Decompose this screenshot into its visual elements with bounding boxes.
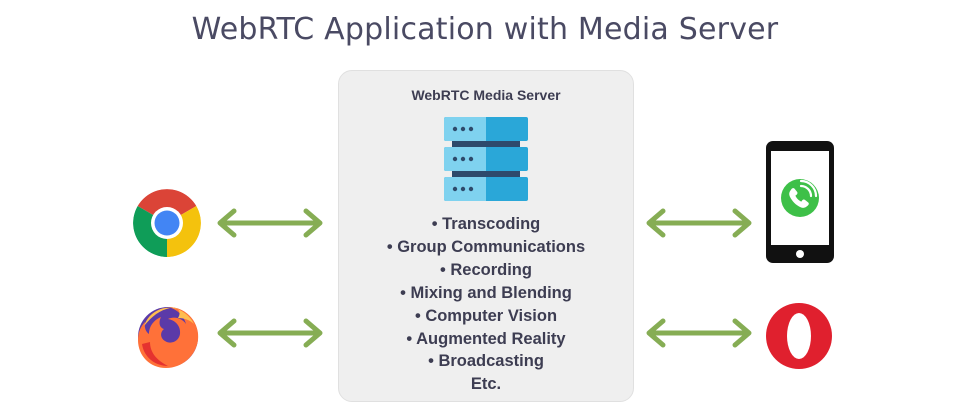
phone-call-icon (766, 141, 834, 263)
server-rack-icon (444, 117, 528, 201)
opera-icon (766, 303, 832, 369)
feature-recording: • Recording (440, 260, 532, 279)
feature-broadcasting: • Broadcasting (428, 352, 544, 371)
page-title: WebRTC Application with Media Server (191, 12, 779, 47)
feature-mixing-blending: • Mixing and Blending (400, 283, 572, 302)
arrow-server-phone (646, 208, 752, 238)
arrow-firefox-server (217, 318, 323, 348)
firefox-icon (138, 307, 199, 368)
arrow-chrome-server (217, 208, 323, 238)
feature-computer-vision: • Computer Vision (414, 306, 558, 325)
arrow-server-opera (646, 318, 752, 348)
chrome-icon (133, 189, 201, 257)
feature-transcoding: • Transcoding (431, 215, 541, 233)
feature-etc: Etc. (470, 375, 502, 394)
media-server-label: WebRTC Media Server (411, 87, 561, 103)
server-features-list: • Transcoding • Group Communications • R… (339, 213, 633, 396)
media-server-box: WebRTC Media Server • Transcoding • Grou… (338, 70, 634, 402)
feature-augmented-reality: • Augmented Reality (406, 329, 566, 348)
feature-group-communications: • Group Communications (386, 237, 586, 256)
